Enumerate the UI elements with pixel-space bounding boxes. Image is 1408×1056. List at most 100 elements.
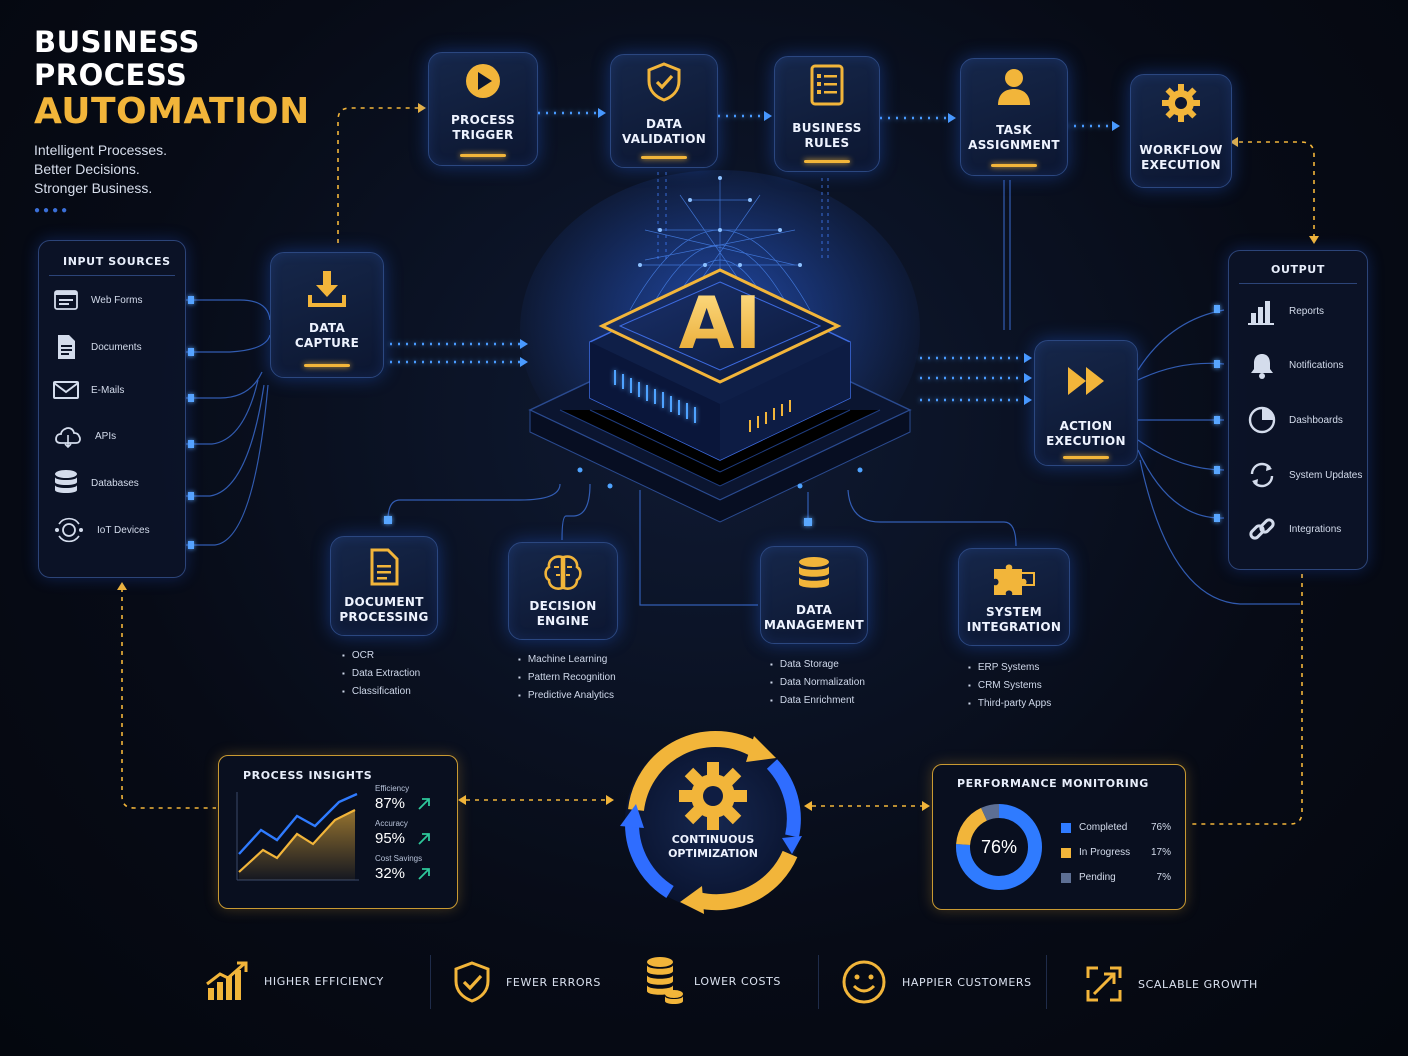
input-item-label: E-Mails: [91, 384, 125, 396]
benefit-lower-costs: LOWER COSTS: [644, 956, 781, 1006]
step-accent-bar: [991, 164, 1037, 167]
title-line-2: PROCESS: [34, 58, 188, 92]
cycle-label-line1: CONTINUOUS: [672, 833, 755, 846]
tagline-line: Better Decisions.: [34, 161, 140, 177]
play-icon: [466, 64, 500, 98]
output-item-system-updates[interactable]: System Updates: [1247, 461, 1362, 489]
benefit-divider: [1046, 955, 1047, 1009]
output-title: OUTPUT: [1271, 263, 1325, 276]
document-icon: [58, 335, 75, 359]
pie-chart-icon: [1248, 406, 1276, 434]
legend-label: Pending: [1079, 872, 1116, 883]
ai-core-chip: AI: [520, 170, 920, 523]
legend-value: 17%: [1150, 847, 1171, 858]
output-item-label: Integrations: [1289, 523, 1342, 535]
input-sources-title: INPUT SOURCES: [63, 255, 171, 268]
gear-icon: [679, 762, 747, 830]
insights-metrics: Efficiency 87% Accuracy 95% Cost Savings…: [375, 784, 431, 882]
cycle-label-line2: OPTIMIZATION: [668, 847, 758, 860]
title-line-1: BUSINESS: [34, 25, 200, 59]
input-item-web-forms[interactable]: Web Forms: [53, 289, 143, 311]
legend-label: Completed: [1079, 822, 1128, 833]
metric-value: 32%: [375, 865, 406, 882]
benefit-fewer-errors: FEWER ERRORS: [452, 960, 601, 1004]
input-item-databases[interactable]: Databases: [53, 469, 139, 497]
legend-value: 7%: [1156, 872, 1171, 883]
input-sources-panel: INPUT SOURCES Web Forms Documents E-Mail…: [38, 240, 186, 578]
link-icon: [1249, 518, 1275, 540]
step-accent-bar: [460, 154, 506, 157]
output-item-label: Reports: [1289, 305, 1325, 317]
benefit-divider: [430, 955, 431, 1009]
growth-chart-icon: [206, 961, 248, 1000]
output-item-label: System Updates: [1289, 469, 1363, 481]
page-title: BUSINESS PROCESS AUTOMATION: [34, 26, 310, 132]
checklist-icon: [810, 64, 844, 106]
legend-value: 76%: [1150, 822, 1171, 833]
output-item-integrations[interactable]: Integrations: [1247, 515, 1341, 543]
benefit-label: LOWER COSTS: [694, 974, 781, 988]
node-accent-bar: [1063, 456, 1109, 459]
performance-title: PERFORMANCE MONITORING: [957, 777, 1149, 790]
mail-icon: [53, 381, 79, 399]
module-subitems: Machine Learning Pattern Recognition Pre…: [518, 651, 616, 705]
module-subitem: Data Extraction: [342, 665, 420, 683]
output-item-dashboards[interactable]: Dashboards: [1247, 405, 1343, 435]
tagline-line: Stronger Business.: [34, 180, 153, 196]
input-item-apis[interactable]: APIs: [53, 423, 116, 449]
legend-row: Completed 76%: [1061, 815, 1171, 840]
legend-swatch: [1061, 847, 1071, 858]
benefit-scalable-growth: SCALABLE GROWTH: [1084, 964, 1258, 1004]
output-item-label: Dashboards: [1289, 414, 1343, 426]
puzzle-icon: [994, 564, 1035, 595]
input-item-emails[interactable]: E-Mails: [53, 379, 124, 401]
coin-stack-icon: [647, 957, 683, 1004]
module-subitems: Data Storage Data Normalization Data Enr…: [770, 656, 865, 710]
input-item-documents[interactable]: Documents: [53, 333, 142, 361]
performance-legend: Completed 76% In Progress 17% Pending 7%: [1061, 815, 1171, 890]
document-icon: [370, 548, 399, 586]
input-item-iot-devices[interactable]: IoT Devices: [53, 515, 150, 545]
module-subitem: Data Storage: [770, 656, 865, 674]
module-subitem: Machine Learning: [518, 651, 616, 669]
output-item-reports[interactable]: Reports: [1247, 297, 1324, 325]
bell-icon: [1251, 354, 1273, 379]
metric-label: Efficiency: [375, 784, 410, 793]
module-subitem: Data Enrichment: [770, 692, 865, 710]
module-subitems: ERP Systems CRM Systems Third-party Apps: [968, 659, 1051, 713]
input-item-label: APIs: [95, 430, 117, 442]
process-insights-title: PROCESS INSIGHTS: [243, 769, 373, 782]
module-subitem: CRM Systems: [968, 677, 1051, 695]
database-icon: [799, 557, 829, 588]
trend-up-icon: [418, 797, 430, 810]
trend-up-icon: [418, 867, 430, 880]
gear-icon: [1162, 84, 1200, 122]
output-panel: OUTPUT Reports Notifications Dashboards …: [1228, 250, 1368, 570]
shield-check-icon: [454, 961, 490, 1003]
benefit-label: FEWER ERRORS: [506, 975, 601, 989]
benefit-label: SCALABLE GROWTH: [1138, 977, 1258, 991]
output-item-notifications[interactable]: Notifications: [1247, 351, 1343, 379]
metric-label: Cost Savings: [375, 854, 423, 863]
benefit-label: HAPPIER CUSTOMERS: [902, 975, 1032, 989]
